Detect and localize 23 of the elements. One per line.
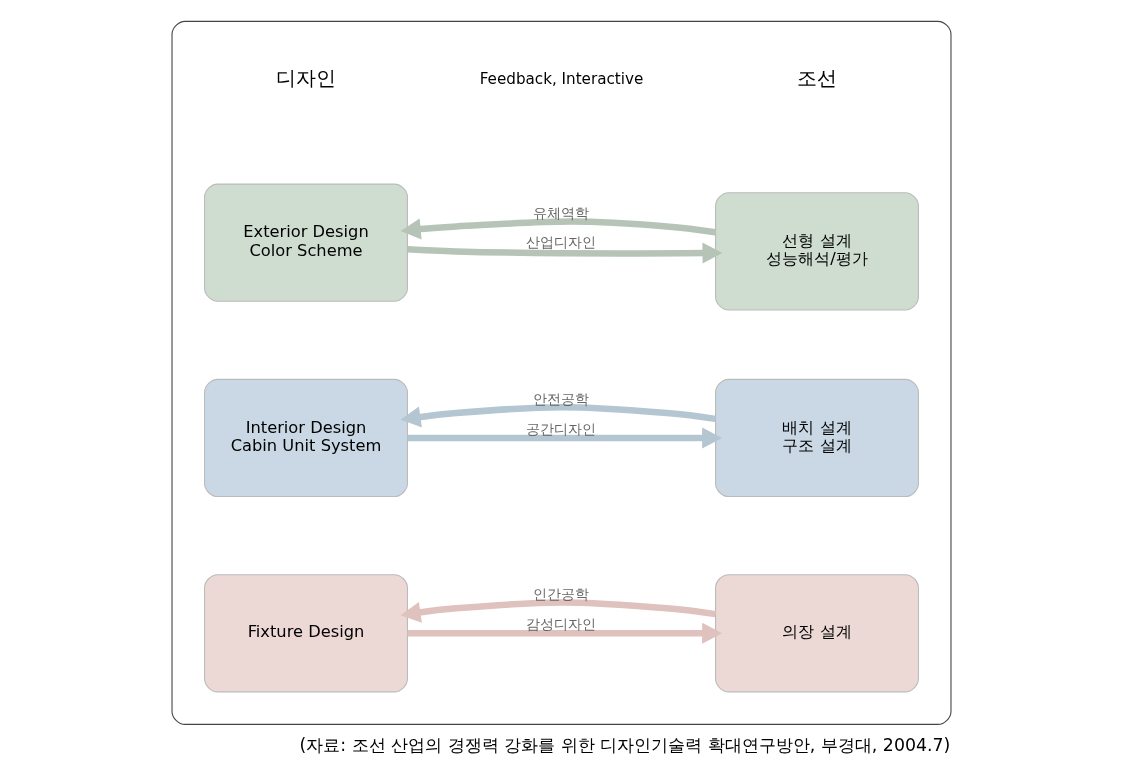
edge-label: 산업디자인 — [526, 234, 597, 251]
node-box: 배치 설계 구조 설계 — [715, 378, 919, 498]
arrow — [400, 403, 716, 428]
node-box: Exterior Design Color Scheme — [204, 183, 408, 302]
label: 조선 — [797, 66, 837, 90]
arrow — [400, 599, 716, 623]
label: 디자인 — [276, 66, 336, 90]
arrow — [400, 218, 716, 240]
node-box: 선형 설계 성능해석/평가 — [715, 192, 919, 311]
caption: (자료: 조선 산업의 경쟁력 강화를 위한 디자인기술력 확대연구방안, 부경대, 2004.7) — [299, 735, 951, 756]
label: Feedback, Interactive — [479, 69, 644, 88]
edge-label: 감성디자인 — [526, 616, 597, 633]
node-box: Fixture Design — [204, 574, 408, 693]
arrow — [407, 242, 723, 264]
edge-label: 인간공학 — [533, 585, 590, 602]
edge-label: 공간디자인 — [526, 421, 597, 438]
edge-label: 안전공학 — [533, 390, 590, 407]
arrow — [407, 622, 723, 644]
edge-label: 유체역학 — [533, 205, 590, 222]
cluster — [171, 20, 952, 725]
arrow — [407, 427, 723, 449]
node-box: Interior Design Cabin Unit System — [204, 378, 408, 498]
node-box: 의장 설계 — [715, 574, 919, 693]
